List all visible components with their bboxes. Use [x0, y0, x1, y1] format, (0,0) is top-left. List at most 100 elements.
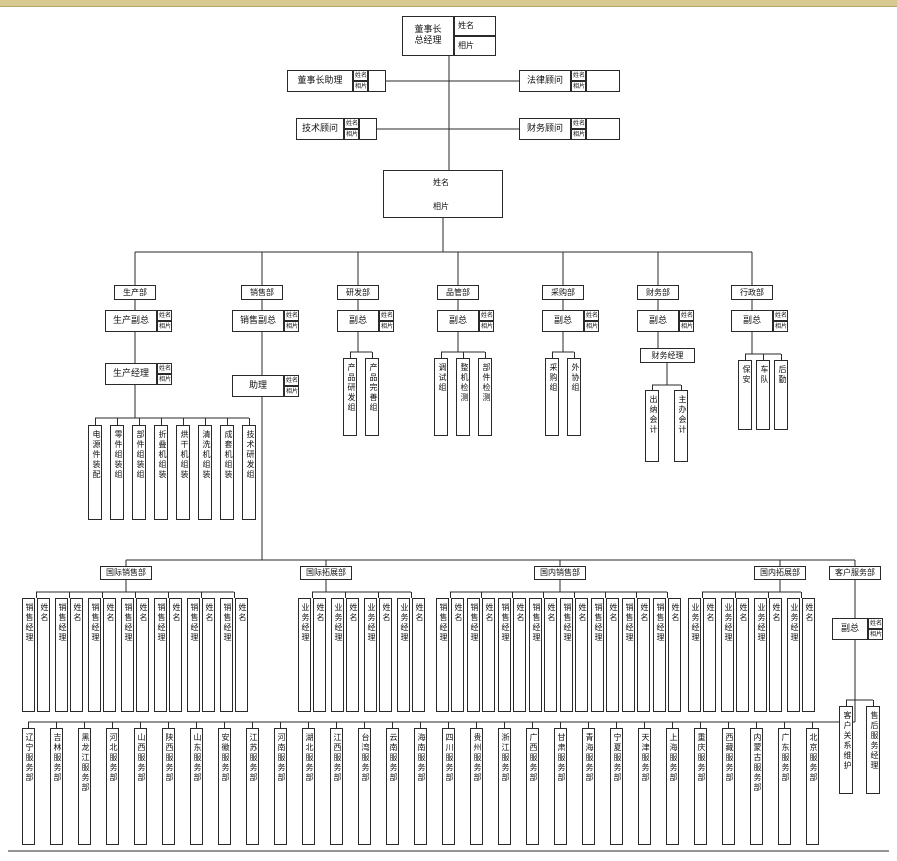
manager-name-box: 姓名	[313, 598, 326, 712]
manager-drop-line	[234, 592, 235, 598]
manager-title-box: 销售经理	[121, 598, 134, 712]
service-branch-box: 吉林服务部	[50, 728, 63, 845]
team-drop-line	[139, 418, 140, 425]
manager-title-box: 业务经理	[754, 598, 767, 712]
team-drop-line	[763, 354, 764, 360]
manager-name-box: 姓名	[736, 598, 749, 712]
branch-drop-line	[532, 722, 533, 728]
advisor-technical-photo-box: 相片	[344, 129, 359, 140]
qc-team-box: 部件检测	[478, 358, 492, 436]
branch-drop-line	[364, 722, 365, 728]
manager-name-box: 姓名	[668, 598, 681, 712]
branch-drop-line	[84, 722, 85, 728]
domestic-sales-dept-box: 国内销售部	[534, 566, 586, 580]
advisor-legal-blank-box	[586, 70, 620, 92]
manager-title-box: 业务经理	[364, 598, 377, 712]
admin-team-box: 保安	[738, 360, 752, 430]
rnd-team-box: 产品研发组	[343, 358, 357, 436]
service-branch-box: 广西服务部	[526, 728, 539, 845]
branch-drop-line	[280, 722, 281, 728]
branch-drop-line	[504, 722, 505, 728]
dept-production-box: 生产部	[114, 285, 156, 300]
branch-drop-line	[756, 722, 757, 728]
branch-drop-line	[672, 722, 673, 728]
branch-drop-line	[308, 722, 309, 728]
manager-name-box: 姓名	[412, 598, 425, 712]
team-drop-line	[249, 418, 250, 425]
manager-drop-line	[512, 592, 513, 598]
production-manager-name-box: 姓名	[157, 363, 172, 374]
manager-title-box: 销售经理	[467, 598, 480, 712]
manager-title-box: 业务经理	[298, 598, 311, 712]
branch-drop-line	[616, 722, 617, 728]
admin-team-box: 后勤	[774, 360, 788, 430]
manager-name-box: 姓名	[451, 598, 464, 712]
qc-vp-photo-box: 相片	[479, 321, 494, 332]
sales-assistant-box: 助理	[232, 375, 284, 397]
manager-title-box: 销售经理	[154, 598, 167, 712]
sales-vp-photo-box: 相片	[284, 321, 299, 332]
production-team-box: 技术研发组	[242, 425, 256, 520]
production-team-box: 成套机组装	[220, 425, 234, 520]
cs-vp-name-box: 姓名	[868, 618, 883, 629]
manager-drop-line	[543, 592, 544, 598]
dept-purchasing-box: 采购部	[542, 285, 584, 300]
service-branch-box: 贵州服务部	[470, 728, 483, 845]
branch-drop-line	[812, 722, 813, 728]
advisor-financial-label: 财务顾问	[519, 118, 571, 140]
qc-vp-name-box: 姓名	[479, 310, 494, 321]
manager-drop-line	[768, 592, 769, 598]
sales-assistant-photo-box: 相片	[284, 386, 299, 397]
finance-team-box: 主办会计	[674, 390, 688, 462]
cs-team-box: 售后服务经理	[866, 706, 880, 794]
branch-drop-line	[448, 722, 449, 728]
qc-vp-box: 副总	[437, 310, 479, 332]
team-drop-line	[205, 418, 206, 425]
branch-drop-line	[336, 722, 337, 728]
manager-drop-line	[378, 592, 379, 598]
purchasing-vp-name-box: 姓名	[584, 310, 599, 321]
manager-name-box: 姓名	[202, 598, 215, 712]
production-vp-photo-box: 相片	[157, 321, 172, 332]
production-vp-name-box: 姓名	[157, 310, 172, 321]
manager-drop-line	[481, 592, 482, 598]
manager-title-box: 销售经理	[220, 598, 233, 712]
service-branch-box: 安徽服务部	[218, 728, 231, 845]
service-branch-box: 上海服务部	[666, 728, 679, 845]
service-branch-box: 河南服务部	[274, 728, 287, 845]
advisor-financial-name-box: 姓名	[571, 118, 586, 129]
manager-drop-line	[102, 592, 103, 598]
branch-drop-line	[728, 722, 729, 728]
purchasing-team-box: 采购组	[545, 358, 559, 436]
manager-title-box: 业务经理	[397, 598, 410, 712]
advisor-financial-blank-box	[586, 118, 620, 140]
manager-name-box: 姓名	[379, 598, 392, 712]
service-branch-box: 河北服务部	[106, 728, 119, 845]
manager-title-box: 业务经理	[721, 598, 734, 712]
advisor-assistant-blank-box	[368, 70, 386, 92]
manager-title-box: 销售经理	[560, 598, 573, 712]
manager-name-box: 姓名	[637, 598, 650, 712]
manager-name-box: 姓名	[575, 598, 588, 712]
finance-vp-box: 副总	[637, 310, 679, 332]
manager-name-box: 姓名	[703, 598, 716, 712]
team-drop-line	[441, 352, 442, 358]
rnd-vp-name-box: 姓名	[379, 310, 394, 321]
branch-drop-line	[588, 722, 589, 728]
manager-drop-line	[667, 592, 668, 598]
branch-drop-line	[56, 722, 57, 728]
rnd-team-box: 产品完善组	[365, 358, 379, 436]
advisor-technical-blank-box	[359, 118, 377, 140]
service-branch-box: 北京服务部	[806, 728, 819, 845]
service-branch-box: 宁夏服务部	[610, 728, 623, 845]
advisor-technical-label: 技术顾问	[296, 118, 344, 140]
manager-drop-line	[312, 592, 313, 598]
manager-name-box: 姓名	[769, 598, 782, 712]
branch-drop-line	[196, 722, 197, 728]
advisor-technical-name-box: 姓名	[344, 118, 359, 129]
team-drop-line	[350, 352, 351, 358]
finance-vp-photo-box: 相片	[679, 321, 694, 332]
dept-sales-box: 销售部	[241, 285, 283, 300]
team-drop-line	[227, 418, 228, 425]
